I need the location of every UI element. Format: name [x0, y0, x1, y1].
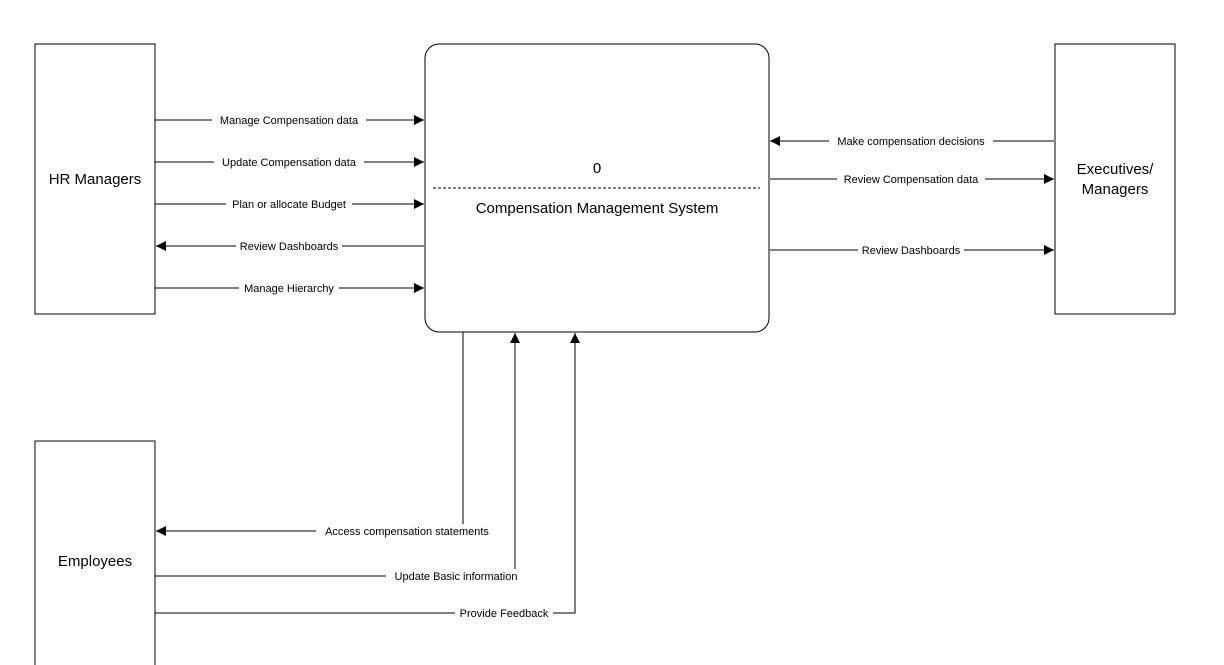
flow-review-dashboards-exec: Review Dashboards: [770, 243, 1054, 257]
flow-label: Plan or allocate Budget: [232, 199, 346, 211]
flow-label: Access compensation statements: [325, 526, 489, 538]
flow-label: Make compensation decisions: [837, 136, 985, 148]
flow-label: Provide Feedback: [460, 608, 549, 620]
flow-review-compensation-data: Review Compensation data: [770, 172, 1054, 186]
entity-employees-label: Employees: [58, 553, 132, 570]
process-compensation-management-system: 0 Compensation Management System: [424, 43, 770, 333]
entity-executives-label-line2: Managers: [1082, 181, 1149, 198]
flow-provide-feedback: Provide Feedback: [155, 333, 580, 620]
flow-label: Manage Compensation data: [220, 115, 359, 127]
flow-label: Manage Hierarchy: [244, 283, 334, 295]
entity-executives-managers: Executives/ Managers: [1054, 43, 1176, 315]
flow-label: Review Dashboards: [240, 241, 339, 253]
entity-hr-managers: HR Managers: [34, 43, 156, 315]
flow-label: Update Compensation data: [222, 157, 357, 169]
flow-manage-hierarchy: Manage Hierarchy: [155, 281, 424, 295]
flow-update-basic-information: Update Basic information: [155, 333, 526, 583]
flow-plan-allocate-budget: Plan or allocate Budget: [155, 197, 424, 211]
flow-access-compensation-statements: Access compensation statements: [156, 332, 498, 538]
process-number: 0: [593, 160, 601, 177]
process-name: Compensation Management System: [476, 200, 719, 217]
flow-label: Review Compensation data: [844, 174, 979, 186]
entity-employees: Employees: [34, 440, 156, 665]
entity-hr-managers-label: HR Managers: [49, 171, 142, 188]
flow-manage-compensation-data: Manage Compensation data: [155, 113, 424, 127]
flow-review-dashboards-hr: Review Dashboards: [156, 239, 424, 253]
flow-update-compensation-data: Update Compensation data: [155, 155, 424, 169]
flow-label: Update Basic information: [395, 571, 518, 583]
flow-label: Review Dashboards: [862, 245, 961, 257]
flow-make-compensation-decisions: Make compensation decisions: [770, 134, 1054, 148]
entity-executives-label-line1: Executives/: [1077, 161, 1155, 178]
